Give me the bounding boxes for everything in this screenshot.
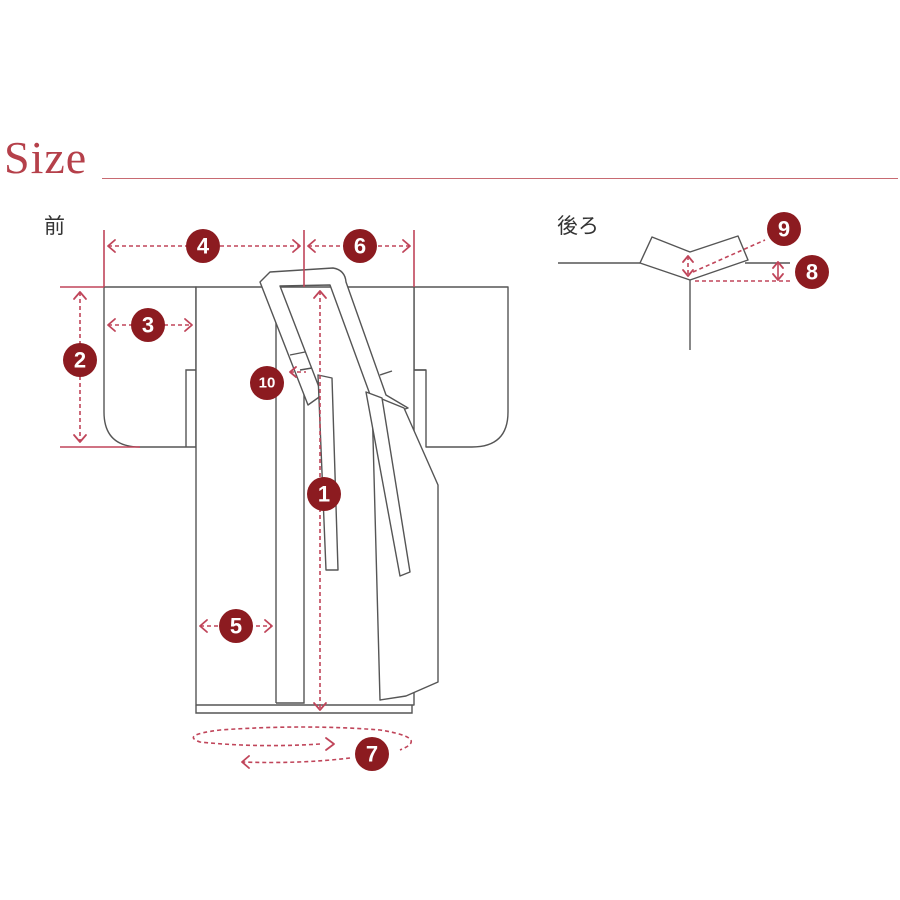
left-sleeve [103,286,197,448]
marker-5: 5 [219,609,253,643]
svg-text:6: 6 [354,234,366,259]
title-underline [102,178,898,179]
collar-left [259,267,409,413]
marker-8: 8 [795,255,829,289]
marker-4: 4 [186,229,220,263]
page-title: Size [4,132,88,183]
svg-text:10: 10 [259,375,276,392]
marker-6: 6 [343,229,377,263]
svg-text:4: 4 [197,234,210,259]
svg-text:1: 1 [318,482,330,507]
front-view-label: 前 [44,214,65,238]
svg-text:7: 7 [366,742,378,767]
tie-right [365,391,411,577]
marker-9: 9 [767,212,801,246]
back-collar-view [558,235,790,350]
svg-text:9: 9 [778,217,790,242]
marker-10: 10 [250,366,284,400]
back-collar [639,235,749,281]
svg-text:5: 5 [230,614,242,639]
marker-1: 1 [307,477,341,511]
svg-text:3: 3 [142,313,154,338]
back-view-label: 後ろ [557,214,599,238]
svg-text:8: 8 [806,260,818,285]
marker-3: 3 [131,308,165,342]
right-sleeve [413,286,509,448]
marker-7: 7 [355,737,389,771]
badges: 1 2 3 4 5 6 7 8 9 10 [63,212,829,771]
marker-2: 2 [63,343,97,377]
kimono-front [103,267,509,714]
dimension-lines [60,230,415,769]
svg-text:2: 2 [74,348,86,373]
